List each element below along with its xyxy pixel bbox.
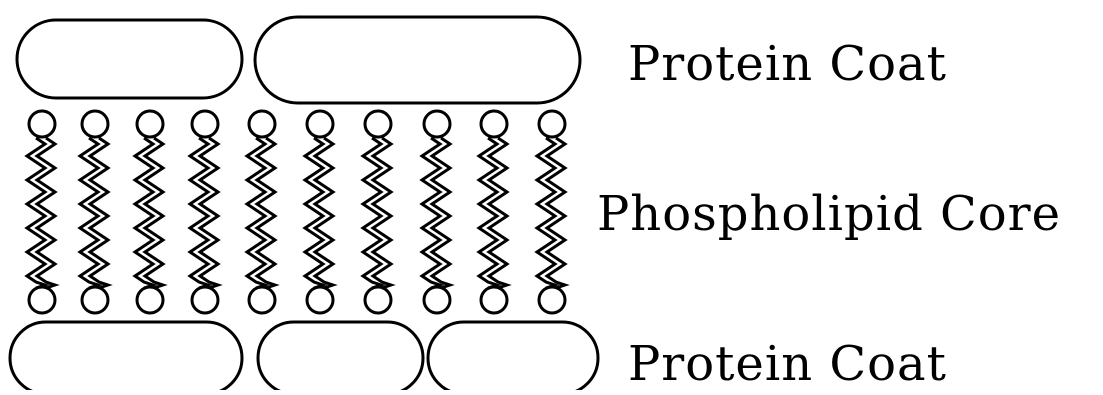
phospholipid: [302, 109, 338, 315]
phospholipid-head: [537, 109, 567, 139]
phospholipid-tail: [187, 136, 213, 290]
phospholipid-tail: [360, 136, 386, 290]
phospholipid-head: [305, 285, 335, 315]
phospholipid-head: [247, 109, 277, 139]
phospholipid-tail: [244, 136, 270, 290]
phospholipid-tail: [486, 136, 512, 290]
phospholipid-head: [27, 109, 57, 139]
phospholipid-head: [363, 109, 393, 139]
phospholipid-head: [27, 285, 57, 315]
phospholipid-tail: [34, 136, 60, 290]
phospholipid: [77, 109, 113, 315]
phospholipid-head: [135, 109, 165, 139]
phospholipid-tail: [544, 136, 570, 290]
phospholipid-head: [537, 285, 567, 315]
phospholipid-tail: [302, 136, 328, 290]
phospholipid: [534, 109, 570, 315]
phospholipid-core-label: Phospholipid Core: [597, 186, 1062, 242]
phospholipid-tail: [132, 136, 158, 290]
phospholipid-head: [422, 109, 452, 139]
phospholipid-tail: [312, 136, 338, 290]
phospholipid-tail: [77, 136, 103, 290]
phospholipid-head: [305, 109, 335, 139]
phospholipid: [244, 109, 280, 315]
phospholipid-head: [479, 109, 509, 139]
phospholipid-tail: [429, 136, 455, 290]
phospholipid-head: [190, 109, 220, 139]
bottom-protein-coat: [8, 320, 600, 395]
top-protein-coat: [15, 15, 582, 105]
phospholipid: [360, 109, 396, 315]
phospholipid-head: [363, 285, 393, 315]
phospholipid-layer: [24, 109, 570, 315]
phospholipid-tail: [24, 136, 50, 290]
phospholipid: [132, 109, 168, 315]
phospholipid-head: [80, 109, 110, 139]
phospholipid-head: [479, 285, 509, 315]
top-protein-coat-label: Protein Coat: [628, 36, 947, 92]
coat-protein: [256, 320, 425, 395]
phospholipid-tail: [476, 136, 502, 290]
phospholipid: [476, 109, 512, 315]
phospholipid-head: [190, 285, 220, 315]
phospholipid: [24, 109, 60, 315]
coat-protein: [426, 320, 600, 395]
coat-protein: [253, 15, 582, 105]
phospholipid-head: [80, 285, 110, 315]
phospholipid-tail: [87, 136, 113, 290]
phospholipid-tail: [254, 136, 280, 290]
phospholipid-head: [135, 285, 165, 315]
phospholipid-tail: [534, 136, 560, 290]
bottom-protein-coat-label: Protein Coat: [628, 336, 947, 392]
phospholipid-tail: [142, 136, 168, 290]
phospholipid: [187, 109, 223, 315]
phospholipid-tail: [197, 136, 223, 290]
coat-protein: [8, 320, 244, 395]
phospholipid-head: [422, 285, 452, 315]
phospholipid-head: [247, 285, 277, 315]
phospholipid: [419, 109, 455, 315]
phospholipid-tail: [419, 136, 445, 290]
coat-protein: [15, 18, 244, 100]
phospholipid-tail: [370, 136, 396, 290]
